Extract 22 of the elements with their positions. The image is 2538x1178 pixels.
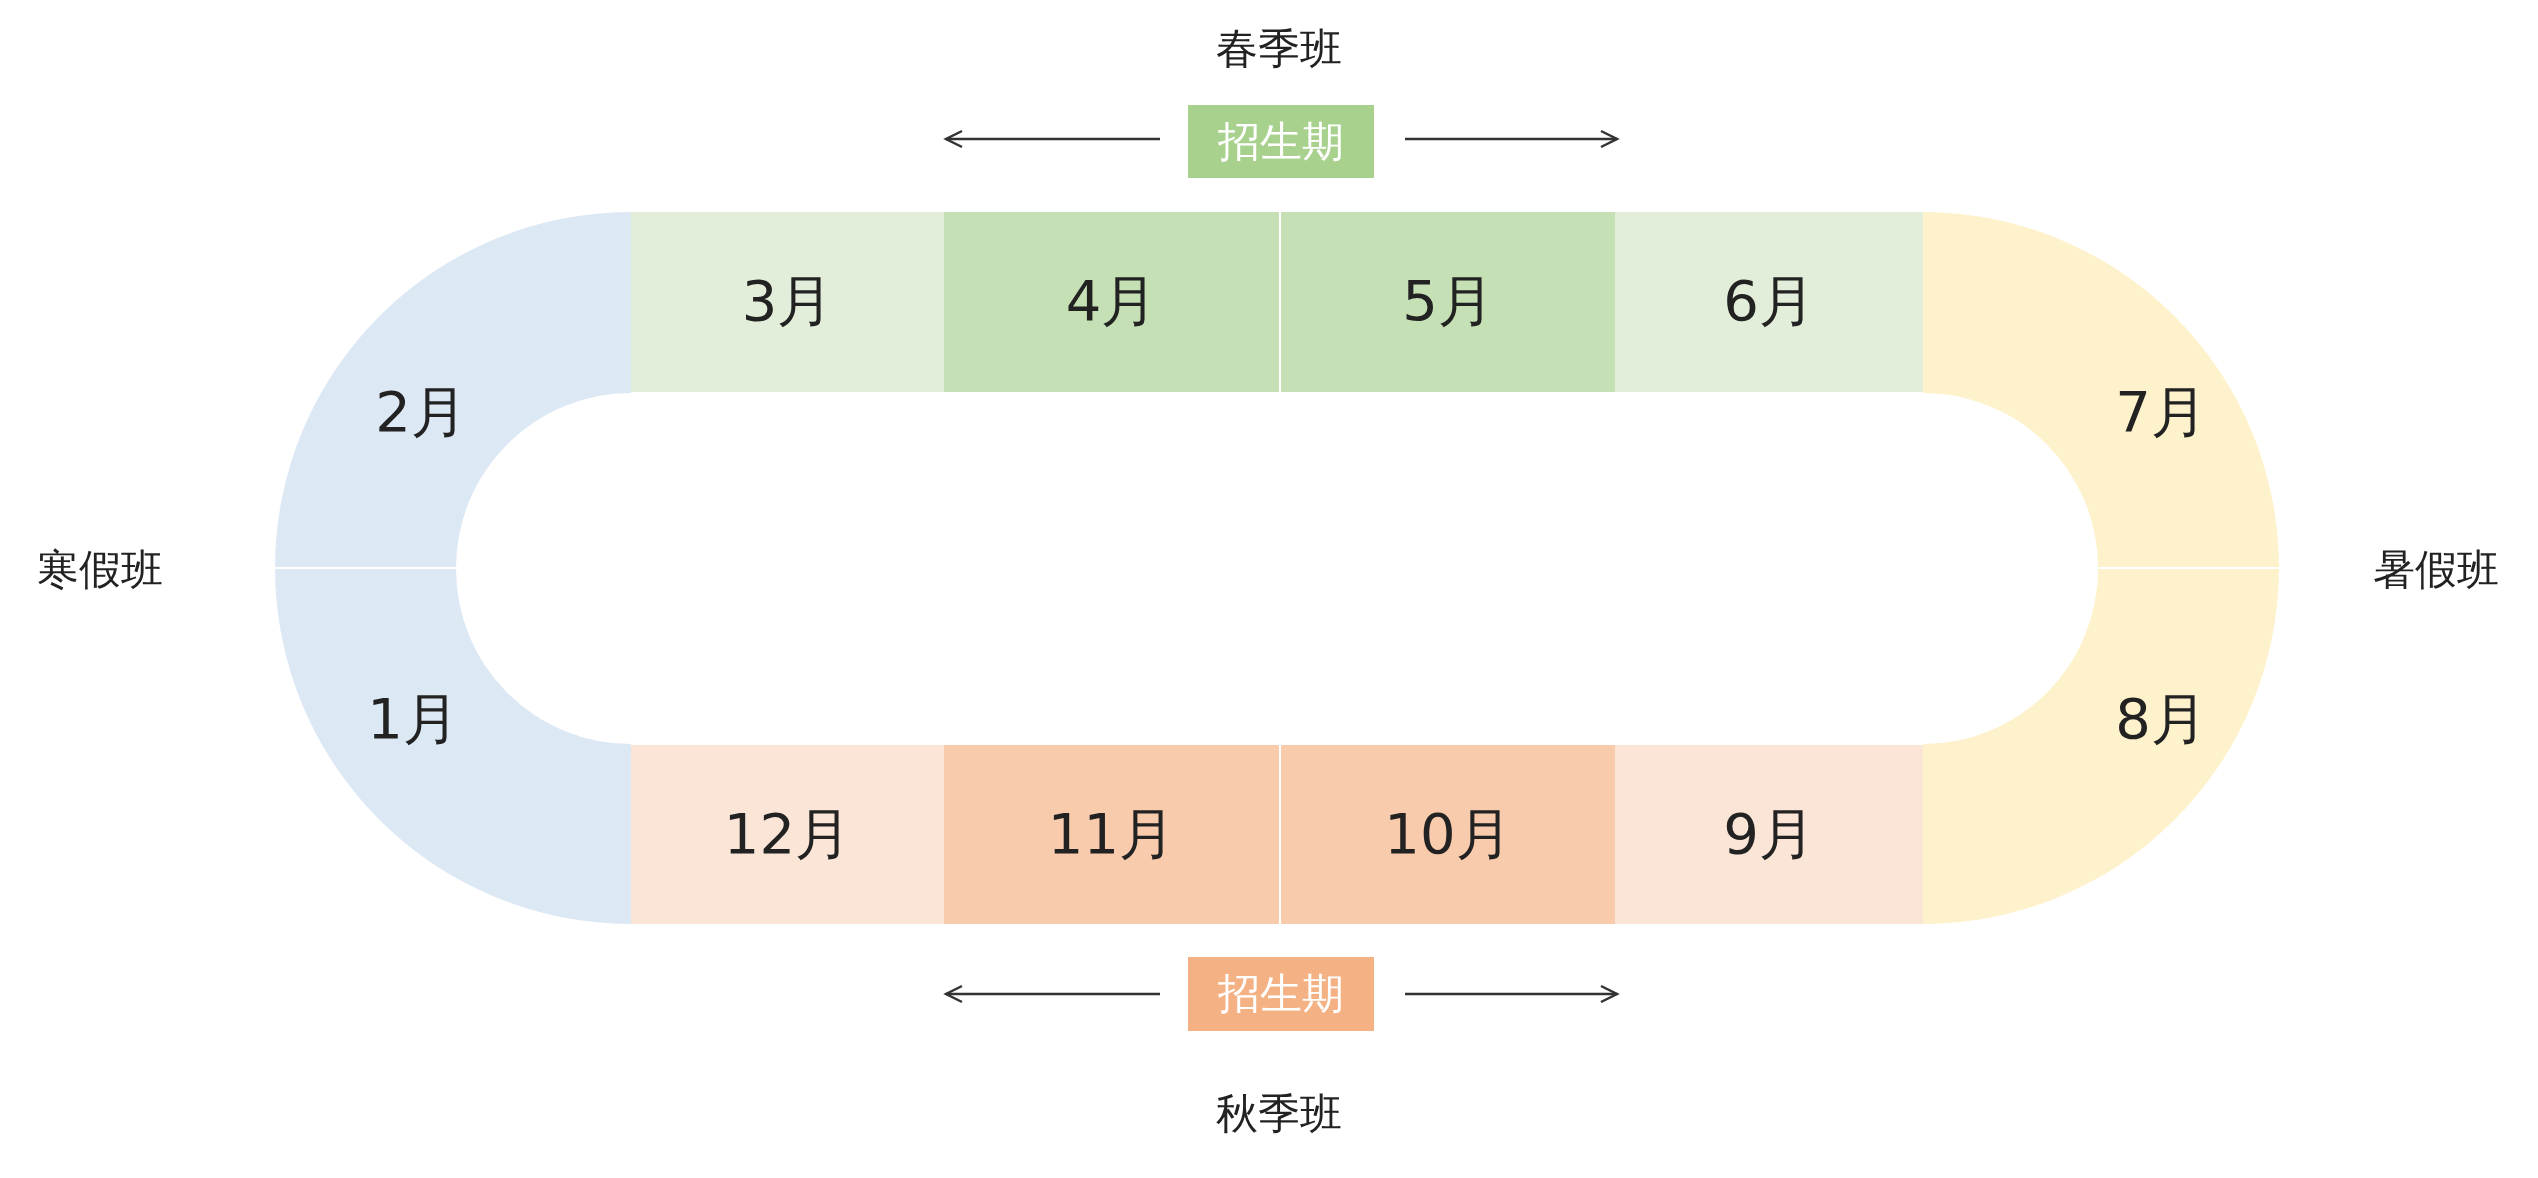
class-label: 暑假班	[2373, 544, 2499, 596]
enrollment-tag: 招生期	[1188, 957, 1374, 1031]
month-label: 7月	[2115, 378, 2207, 446]
month-cell: 3月	[631, 212, 944, 392]
month-label: 8月	[2115, 685, 2207, 753]
month-cell: 12月	[631, 745, 944, 924]
month-cell: 11月	[944, 745, 1279, 924]
month-segment	[275, 212, 631, 567]
class-label: 秋季班	[1216, 1088, 1342, 1140]
month-segment	[275, 569, 631, 924]
month-segment	[1923, 569, 2279, 924]
month-cell: 5月	[1281, 212, 1615, 392]
month-cell: 9月	[1615, 745, 1923, 924]
month-label: 1月	[367, 685, 459, 753]
class-label: 寒假班	[37, 544, 163, 596]
month-segment	[1923, 212, 2279, 567]
month-cell: 10月	[1281, 745, 1615, 924]
month-cell: 6月	[1615, 212, 1923, 392]
class-label: 春季班	[1216, 23, 1342, 75]
enrollment-tag: 招生期	[1188, 105, 1374, 178]
month-label: 2月	[375, 378, 467, 446]
month-cell: 4月	[944, 212, 1279, 392]
